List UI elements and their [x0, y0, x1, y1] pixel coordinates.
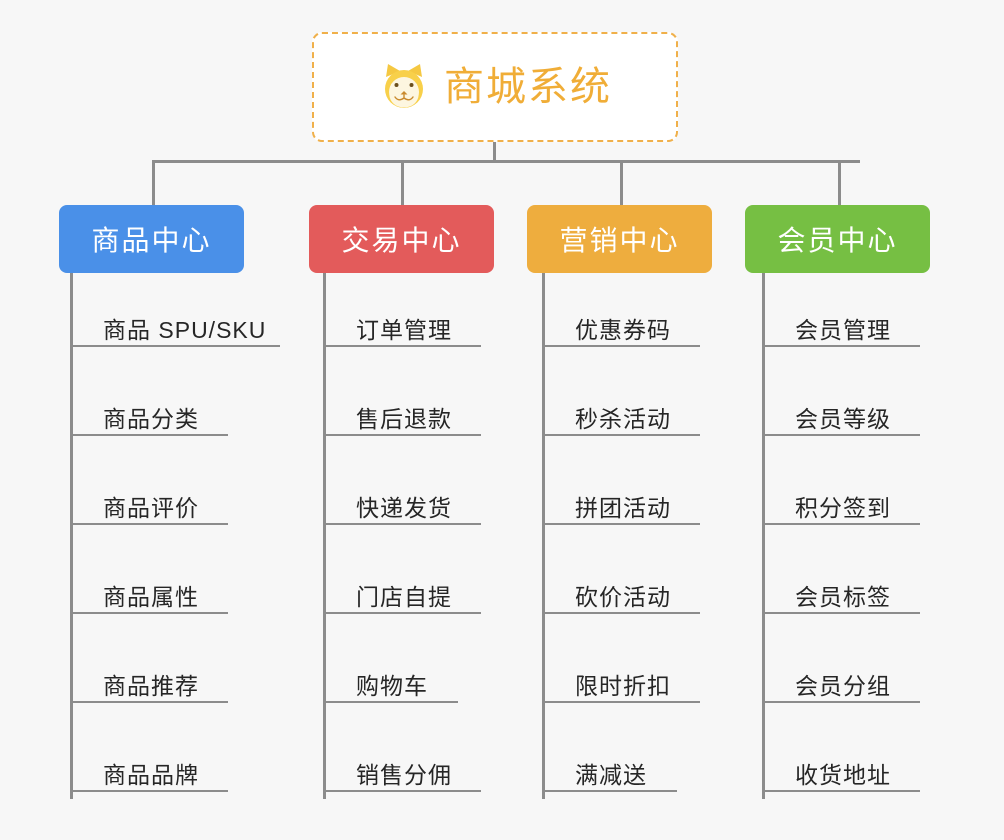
leaf-1-6[interactable]: 商品品牌 [73, 748, 228, 792]
leaf-label: 购物车 [356, 672, 428, 699]
leaf-label: 快递发货 [356, 494, 452, 521]
leaf-2-6[interactable]: 销售分佣 [326, 748, 481, 792]
leaf-label: 砍价活动 [575, 583, 671, 610]
connector-drop-branch-4 [838, 160, 841, 205]
connector-root-trunk [493, 142, 496, 163]
leaf-2-1[interactable]: 订单管理 [326, 303, 481, 347]
leaf-label: 门店自提 [356, 583, 452, 610]
category-box-1[interactable]: 商品中心 [59, 205, 244, 273]
category-label-3: 营销中心 [559, 225, 680, 256]
leaf-label: 商品分类 [103, 405, 199, 432]
branch-3: 优惠券码 秒杀活动 拼团活动 砍价活动 限时折扣 满减送 [542, 273, 742, 813]
leaf-4-6[interactable]: 收货地址 [765, 748, 920, 792]
connector-horizontal-bus [152, 160, 860, 163]
leaf-label: 销售分佣 [356, 761, 452, 788]
leaf-label: 秒杀活动 [575, 405, 671, 432]
branch-spine-2 [323, 273, 326, 799]
branch-spine-3 [542, 273, 545, 799]
leaf-2-5[interactable]: 购物车 [326, 659, 458, 703]
leaf-4-1[interactable]: 会员管理 [765, 303, 920, 347]
leaf-label: 会员分组 [795, 672, 891, 699]
leaf-2-4[interactable]: 门店自提 [326, 570, 481, 614]
leaf-label: 收货地址 [795, 761, 891, 788]
leaf-label: 售后退款 [356, 405, 452, 432]
leaf-3-4[interactable]: 砍价活动 [545, 570, 700, 614]
leaf-label: 商品 SPU/SKU [103, 316, 267, 343]
category-box-3[interactable]: 营销中心 [527, 205, 712, 273]
category-box-4[interactable]: 会员中心 [745, 205, 930, 273]
leaf-1-1[interactable]: 商品 SPU/SKU [73, 303, 280, 347]
leaf-label: 商品推荐 [103, 672, 199, 699]
leaf-4-3[interactable]: 积分签到 [765, 481, 920, 525]
leaf-3-3[interactable]: 拼团活动 [545, 481, 700, 525]
leaf-label: 商品属性 [103, 583, 199, 610]
leaf-3-6[interactable]: 满减送 [545, 748, 677, 792]
branch-spine-1 [70, 273, 73, 799]
leaf-2-3[interactable]: 快递发货 [326, 481, 481, 525]
leaf-label: 优惠券码 [575, 316, 671, 343]
branch-2: 订单管理 售后退款 快递发货 门店自提 购物车 销售分佣 [323, 273, 523, 813]
branch-spine-4 [762, 273, 765, 799]
leaf-label: 满减送 [575, 761, 647, 788]
leaf-3-1[interactable]: 优惠券码 [545, 303, 700, 347]
leaf-label: 会员等级 [795, 405, 891, 432]
leaf-label: 会员管理 [795, 316, 891, 343]
category-box-2[interactable]: 交易中心 [309, 205, 494, 273]
connector-drop-branch-2 [401, 160, 404, 205]
root-node-mall-system[interactable]: 商城系统 [312, 32, 678, 142]
leaf-label: 拼团活动 [575, 494, 671, 521]
category-label-2: 交易中心 [341, 225, 462, 256]
leaf-2-2[interactable]: 售后退款 [326, 392, 481, 436]
leaf-label: 积分签到 [795, 494, 891, 521]
leaf-4-4[interactable]: 会员标签 [765, 570, 920, 614]
leaf-4-2[interactable]: 会员等级 [765, 392, 920, 436]
leaf-1-3[interactable]: 商品评价 [73, 481, 228, 525]
leaf-3-5[interactable]: 限时折扣 [545, 659, 700, 703]
root-title: 商城系统 [444, 65, 612, 109]
category-label-4: 会员中心 [777, 225, 898, 256]
leaf-label: 商品评价 [103, 494, 199, 521]
leaf-3-2[interactable]: 秒杀活动 [545, 392, 700, 436]
leaf-1-2[interactable]: 商品分类 [73, 392, 228, 436]
leaf-label: 订单管理 [356, 316, 452, 343]
leaf-4-5[interactable]: 会员分组 [765, 659, 920, 703]
connector-drop-branch-3 [620, 160, 623, 205]
connector-drop-branch-1 [152, 160, 155, 205]
leaf-1-4[interactable]: 商品属性 [73, 570, 228, 614]
leaf-label: 限时折扣 [575, 672, 671, 699]
leaf-1-5[interactable]: 商品推荐 [73, 659, 228, 703]
branch-4: 会员管理 会员等级 积分签到 会员标签 会员分组 收货地址 [762, 273, 962, 813]
branch-1: 商品 SPU/SKU 商品分类 商品评价 商品属性 商品推荐 商品品牌 [70, 273, 300, 813]
shiba-dog-face-icon [378, 61, 430, 113]
leaf-label: 会员标签 [795, 583, 891, 610]
category-label-1: 商品中心 [91, 225, 212, 256]
leaf-label: 商品品牌 [103, 761, 199, 788]
